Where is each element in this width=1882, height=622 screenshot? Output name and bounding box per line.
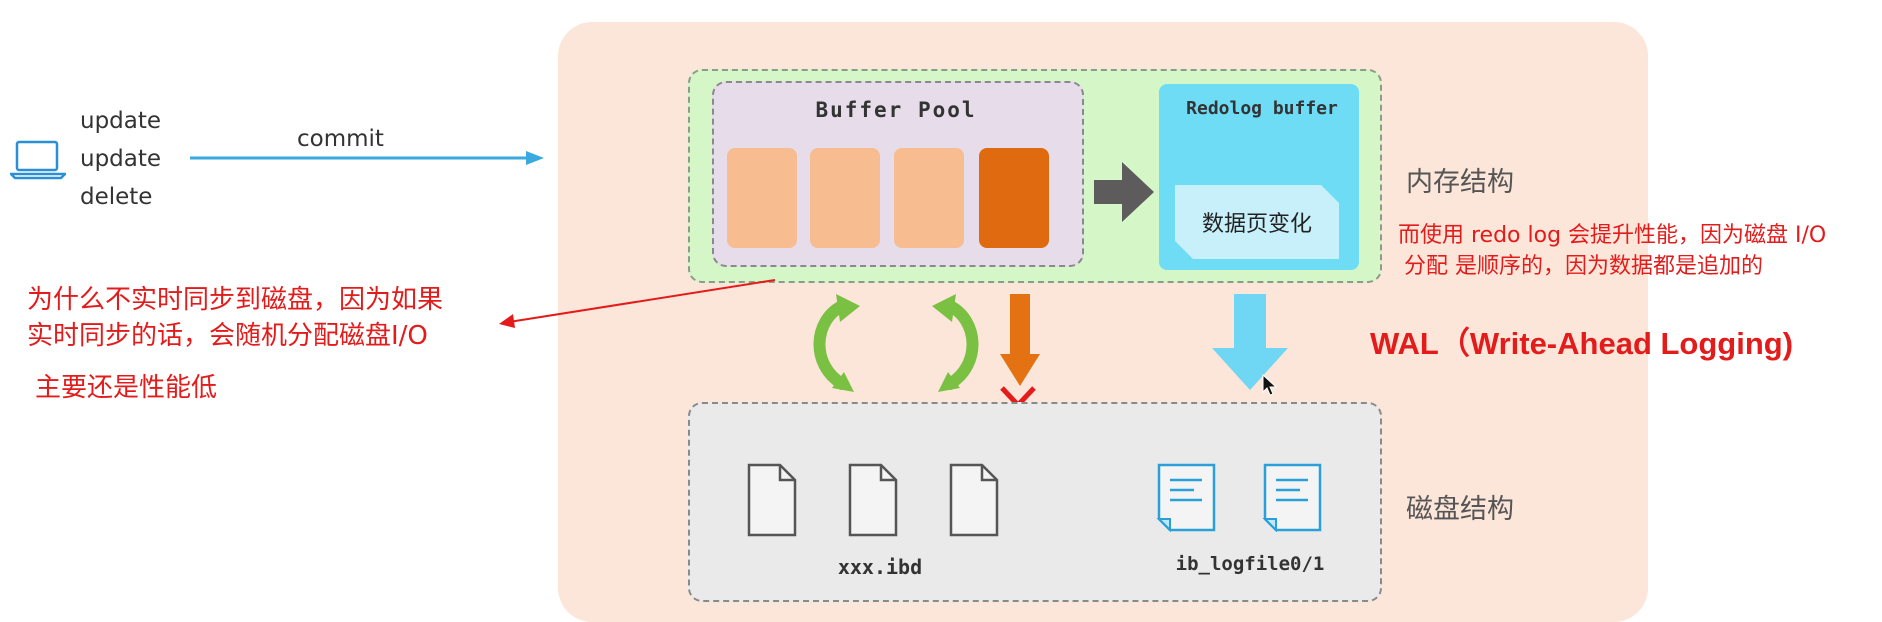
cyan-down-arrow-icon: [1212, 294, 1288, 390]
file-icon: [949, 463, 999, 537]
op-delete: delete: [80, 184, 153, 210]
op-update-2: update: [80, 146, 162, 172]
ibd-file-label: xxx.ibd: [837, 555, 923, 579]
data-page: [894, 148, 964, 248]
left-note-line2: 实时同步的话，会随机分配磁盘I/O: [27, 321, 428, 351]
wal-label: WAL（Write-Ahead Logging): [1370, 326, 1794, 361]
mouse-cursor-icon: [1262, 374, 1278, 396]
gray-arrow-icon: [1094, 162, 1154, 222]
left-note-line1: 为什么不实时同步到磁盘，因为如果: [27, 285, 444, 315]
log-file-icon: [1156, 463, 1216, 533]
data-page-change-label: 数据页变化: [1201, 212, 1312, 237]
memory-structure-label: 内存结构: [1406, 167, 1514, 198]
logfile-label: ib_logfile0/1: [1175, 553, 1325, 575]
log-file-icon: [1262, 463, 1322, 533]
orange-down-arrow-icon: [1000, 294, 1040, 386]
dirty-page: [979, 148, 1049, 248]
commit-label: commit: [297, 126, 384, 152]
refresh-arrow-icon: [813, 294, 860, 392]
commit-arrow: [190, 151, 544, 165]
laptop-icon: [10, 140, 66, 180]
op-update-1: update: [80, 108, 162, 134]
data-page: [727, 148, 797, 248]
file-icon: [747, 463, 797, 537]
disk-structure-label: 磁盘结构: [1406, 494, 1514, 525]
redolog-buffer-label: Redolog buffer: [1186, 98, 1338, 119]
data-page: [810, 148, 880, 248]
buffer-pool-label: Buffer Pool: [815, 98, 977, 122]
annotation-arrow: [499, 279, 776, 328]
refresh-arrow-icon: [932, 294, 979, 392]
file-icon: [848, 463, 898, 537]
redo-note-line1: 而使用 redo log 会提升性能，因为磁盘 I/O: [1398, 223, 1827, 248]
left-note-line3: 主要还是性能低: [35, 373, 218, 403]
data-page-change-box: [1175, 185, 1339, 259]
right-margin: [1648, 0, 1882, 607]
redo-note-line2: 分配 是顺序的，因为数据都是追加的: [1404, 254, 1763, 279]
